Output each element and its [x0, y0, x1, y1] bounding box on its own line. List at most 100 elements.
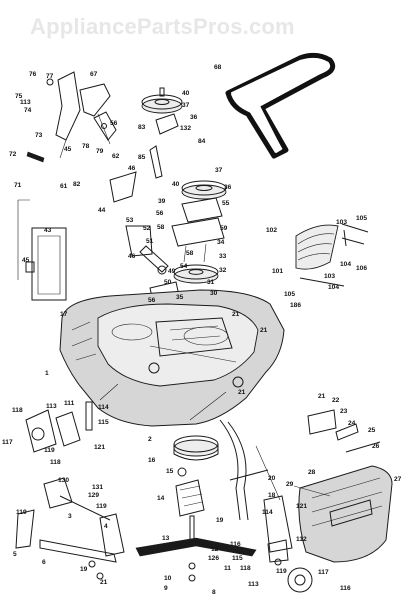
- callout-21d: 21: [318, 393, 326, 400]
- callout-36b: 36: [224, 184, 232, 191]
- callout-62: 62: [112, 153, 120, 160]
- callout-56b: 56: [148, 297, 156, 304]
- callout-118a: 118: [12, 407, 23, 414]
- callout-23: 23: [340, 408, 348, 415]
- callout-21a: 21: [232, 311, 240, 318]
- callout-74: 74: [24, 107, 32, 114]
- callout-46a: 46: [128, 165, 136, 172]
- callout-54: 54: [180, 263, 188, 270]
- callout-131: 131: [92, 484, 103, 491]
- callout-141: 113: [20, 99, 31, 106]
- callout-103a: 103: [336, 219, 347, 226]
- callout-9: 9: [164, 585, 168, 592]
- callout-132: 132: [180, 125, 191, 132]
- callout-115b: 115: [232, 555, 243, 562]
- callout-34: 34: [217, 239, 225, 246]
- callout-129: 129: [88, 492, 99, 499]
- discharge-chute: [293, 409, 393, 563]
- mower-deck: [59, 289, 285, 427]
- callout-45b: 45: [22, 257, 30, 264]
- callout-16: 16: [148, 457, 156, 464]
- callout-130: 130: [58, 477, 69, 484]
- callout-79: 79: [96, 148, 104, 155]
- callout-37a: 37: [182, 102, 190, 109]
- callout-39: 39: [158, 198, 166, 205]
- callout-14: 14: [157, 495, 165, 502]
- callout-186: 186: [290, 302, 301, 309]
- callout-121a: 121: [94, 444, 105, 451]
- callout-105b: 105: [284, 291, 295, 298]
- callout-82: 82: [73, 181, 81, 188]
- callout-40b: 40: [172, 181, 180, 188]
- callout-1: 1: [45, 370, 49, 377]
- callout-5: 5: [13, 551, 17, 558]
- callout-116b: 116: [340, 585, 351, 592]
- callout-83: 83: [138, 124, 146, 131]
- callout-55: 55: [222, 200, 230, 207]
- callout-58b: 58: [186, 250, 194, 257]
- callout-114a: 114: [98, 404, 109, 411]
- side-bracket: [25, 227, 67, 301]
- deck-rods: [219, 419, 281, 521]
- callout-51: 51: [146, 238, 154, 245]
- callout-118c: 118: [240, 565, 251, 572]
- callout-31: 31: [207, 279, 215, 286]
- callout-72: 72: [9, 151, 17, 158]
- callout-11: 11: [224, 565, 231, 572]
- mower-belt: [225, 52, 336, 159]
- callout-37b: 37: [215, 167, 223, 174]
- callout-104a: 104: [340, 261, 351, 268]
- callout-121b: 121: [296, 503, 307, 510]
- callout-52: 52: [143, 225, 151, 232]
- callout-30: 30: [210, 290, 218, 297]
- callout-26: 26: [372, 443, 380, 450]
- callout-112: 112: [296, 536, 307, 543]
- callout-50: 50: [164, 279, 172, 286]
- callout-18: 18: [268, 492, 276, 499]
- callout-43: 43: [44, 227, 52, 234]
- callout-12: 12: [211, 546, 219, 553]
- callout-61: 61: [60, 183, 68, 190]
- callout-29: 29: [286, 481, 294, 488]
- callout-6: 6: [42, 559, 46, 566]
- callout-103b: 103: [324, 273, 335, 280]
- callout-32: 32: [219, 267, 227, 274]
- lower-linkage: [15, 477, 125, 580]
- callout-46b: 46: [128, 253, 136, 260]
- callout-25: 25: [368, 427, 376, 434]
- idler-pulley-assembly: [141, 87, 183, 179]
- callout-19a: 19: [80, 566, 88, 573]
- callout-45a: 45: [64, 146, 72, 153]
- callout-73: 73: [35, 132, 43, 139]
- callout-111: 111: [64, 400, 75, 407]
- callout-113b: 113: [248, 581, 259, 588]
- callout-92a: 119: [96, 503, 107, 510]
- callout-labels: 76 77 67 75 113 74 73 56 78 62 79 45 72 …: [2, 64, 402, 596]
- callout-44: 44: [98, 207, 106, 214]
- callout-10: 10: [164, 575, 172, 582]
- callout-106: 106: [356, 265, 367, 272]
- callout-13: 13: [162, 535, 170, 542]
- callout-28: 28: [308, 469, 316, 476]
- callout-17: 17: [60, 311, 68, 318]
- callout-27: 27: [394, 476, 402, 483]
- callout-114b: 114: [262, 509, 273, 516]
- callout-101: 101: [272, 268, 283, 275]
- watermark: AppliancePartsPros.com: [30, 14, 295, 39]
- callout-56a: 56: [156, 210, 164, 217]
- callout-84: 84: [198, 138, 206, 145]
- callout-3: 3: [68, 513, 72, 520]
- callout-80: 56: [110, 120, 118, 127]
- callout-117b: 117: [318, 569, 329, 576]
- callout-58a: 58: [157, 224, 165, 231]
- callout-71: 71: [14, 182, 22, 189]
- callout-2: 2: [148, 436, 152, 443]
- callout-33: 33: [219, 253, 227, 260]
- callout-22: 22: [332, 397, 340, 404]
- callout-119b: 119: [276, 568, 287, 575]
- callout-78: 78: [82, 143, 90, 150]
- callout-75: 75: [15, 93, 23, 100]
- callout-76: 76: [29, 71, 37, 78]
- callout-68: 68: [214, 64, 222, 71]
